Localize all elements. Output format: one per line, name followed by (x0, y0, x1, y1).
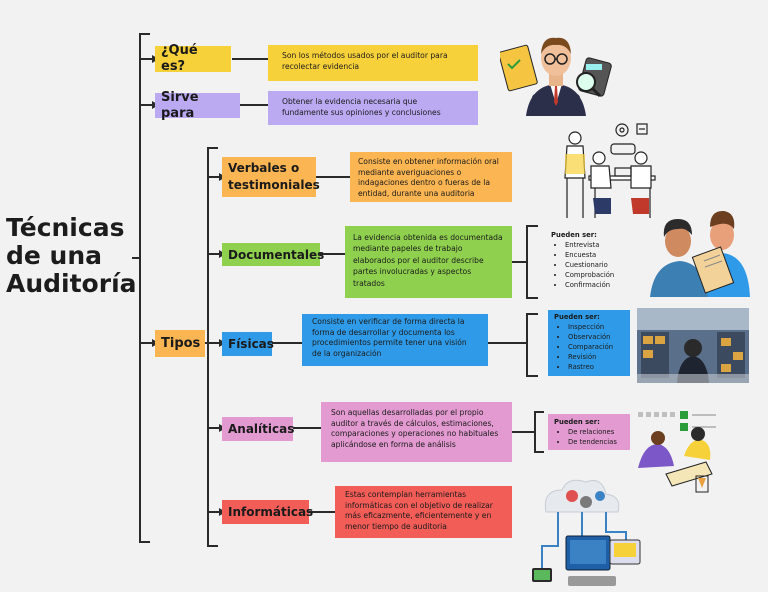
subtype-item: Revisión (568, 352, 624, 362)
subtype-item: Inspección (568, 322, 624, 332)
subtype-item: De tendencias (568, 437, 624, 447)
fisicas-label: Físicas (222, 332, 274, 356)
fisicas-pueden-ser: Pueden ser: (554, 313, 600, 321)
sirve-para-description: Obtener la evidencia necesaria que funda… (268, 91, 478, 125)
verbales-description: Consiste en obtener información oral med… (350, 152, 512, 202)
informaticas-description: Estas contemplan herramientas informátic… (335, 486, 512, 538)
title-line-1: Técnicas (6, 213, 125, 242)
subtype-item: Rastreo (568, 362, 624, 372)
que-es-description: Son los métodos usados por el auditor pa… (268, 45, 478, 81)
main-title: Técnicas de una Auditoría (6, 214, 137, 298)
analiticas-label: Analíticas (222, 417, 294, 441)
analiticas-pueden-ser: Pueden ser: (554, 418, 600, 426)
interview-meeting-illustration (564, 123, 656, 218)
warehouse-inspection-illustration (637, 308, 749, 383)
title-line-2: de una (6, 241, 103, 270)
tipos-label: Tipos (155, 330, 205, 357)
analiticas-description: Son aquellas desarrolladas por el propio… (321, 402, 512, 462)
subtype-item: De relaciones (568, 427, 624, 437)
subtype-item: Observación (568, 332, 624, 342)
title-line-3: Auditoría (6, 269, 137, 298)
documentales-description: La evidencia obtenida es documentada med… (345, 226, 512, 298)
analiticas-subtypes: Pueden ser: De relaciones De tendencias (548, 414, 630, 450)
informaticas-label: Informáticas (222, 500, 313, 524)
fisicas-description: Consiste en verificar de forma directa l… (302, 314, 488, 366)
documentales-subtypes: Pueden ser: Entrevista Encuesta Cuestion… (545, 226, 633, 290)
subtype-item: Cuestionario (565, 260, 627, 270)
cloud-computing-network-illustration (532, 479, 641, 586)
subtype-item: Comprobación (565, 270, 627, 280)
verbales-label: Verbales o testimoniales (222, 157, 320, 197)
subtype-item: Entrevista (565, 240, 627, 250)
documentales-pueden-ser: Pueden ser: (551, 231, 597, 239)
sirve-para-label: Sirve para (155, 90, 240, 121)
que-es-label: ¿Qué es? (155, 43, 231, 74)
documentales-label: Documentales (222, 243, 324, 266)
fisicas-subtypes: Pueden ser: Inspección Observación Compa… (548, 310, 630, 376)
subtype-item: Comparación (568, 342, 624, 352)
auditor-with-tools-illustration (500, 37, 612, 116)
subtype-item: Confirmación (565, 280, 627, 290)
data-analysis-illustration (638, 411, 716, 493)
document-review-illustration (650, 210, 750, 297)
subtype-item: Encuesta (565, 250, 627, 260)
